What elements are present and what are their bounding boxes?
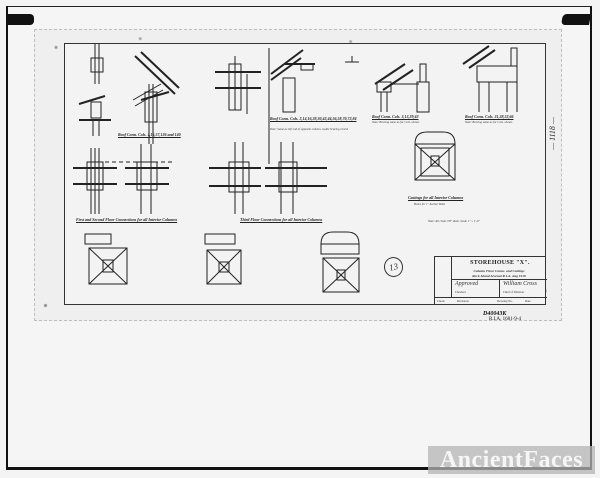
tb-divider [499,279,500,297]
caption-floor-conn-left: First and Second Floor Connections for a… [76,217,178,222]
watermark-text: AncientFaces [439,446,584,473]
detail-casting [414,131,456,181]
detail-base-b [204,233,242,285]
tape-right [561,14,591,25]
detail-roof-conn-mid [268,48,359,164]
detail-roof-conn-r2 [462,45,518,112]
stamp-line-1: D40043K [483,311,507,317]
detail-roof-conn-r1 [374,63,430,113]
tape-left [8,14,34,25]
detail-floor-conn-mid [209,142,327,214]
detail-base-c [320,231,360,293]
tb-chief: Chief of Division [503,290,524,294]
detail-floor-conn-left [73,144,175,214]
tb-check: Check [437,299,445,303]
note-casting: Holes for 1" Anchor Bolts [414,202,446,206]
caption-roof-conn-left: Roof Conn. Cols. 1,15,57,126 and 140 [118,132,181,137]
note-roof-conn-r1: Note: Bracing same as for Cols. shown. [372,120,420,124]
sheet-subtitle-2: Rock Island Arsenal R.I.A. Aug 1918 [472,274,526,278]
note-roof-conn-mid: Note: Same as left end of opposite colum… [270,127,349,131]
stamp-line-2: R.I.A. 1681-9-4 [489,317,521,322]
drawing-linework [73,44,518,293]
tb-revisions: Revisions [457,299,469,303]
title-block: STOREHOUSE "X". Column Floor Conns. and … [434,256,547,305]
detail-roof-conn-left [78,44,180,144]
note-roof-conn-r2: Note: Bracing same as for Cols. shown. [465,120,513,124]
caption-roof-conn-r2: Roof Conn. Cols. 31,38,52,66 [465,114,514,119]
watermark: AncientFaces [428,446,595,474]
sheet-subtitle-1: Column Floor Conns. and Cottings [473,269,525,273]
detail-roof-conn-2 [215,56,261,114]
tb-divider [451,257,452,297]
caption-roof-conn-mid: Roof Conn. Cols. 2,14,16,28,30,42,44,56,… [270,116,357,121]
note-scale: Note: All rivets 7/8" diam. Scale 1" = 1… [428,219,480,223]
sheet-title: STOREHOUSE "X". [470,260,530,266]
tb-checked: Checked [455,290,466,294]
tb-divider [435,297,547,298]
caption-casting: Castings for all Interior Columns [408,195,464,200]
signature-left: Approved [455,281,479,287]
tb-date: Date [525,299,531,303]
caption-floor-conn-mid: Third Floor Connections for all Interior… [240,217,323,222]
archive-stamp: D40043K R.I.A. 1681-9-4 [483,311,521,323]
tb-drawing-no: Drawing No. [497,299,513,303]
signature-right: William Cross [503,281,537,287]
margin-note: — 1118 — [548,116,557,150]
caption-roof-conn-r1: Roof Conn. Cols. 3,13,29,43 [372,114,419,119]
detail-base-a [84,233,128,285]
